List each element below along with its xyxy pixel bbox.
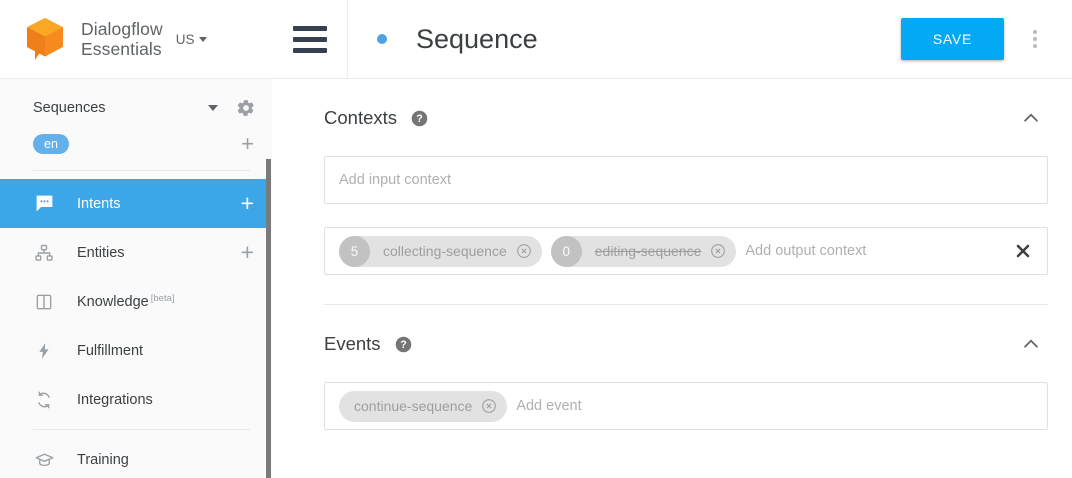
sync-arrows-icon — [33, 389, 55, 411]
chip-label: continue-sequence — [354, 398, 473, 414]
save-button[interactable]: SAVE — [900, 18, 1004, 60]
sidebar-item-entities[interactable]: Entities + — [0, 228, 272, 277]
region-label: US — [175, 31, 195, 47]
sidebar-scrollbar-thumb[interactable] — [266, 159, 271, 478]
contexts-section: Contexts ? Add input context — [324, 79, 1048, 275]
close-x-icon[interactable] — [1013, 241, 1033, 261]
input-context-field[interactable]: Add input context — [324, 156, 1048, 204]
contexts-header: Contexts ? — [324, 103, 1048, 133]
chip-remove-icon[interactable] — [516, 243, 532, 259]
sidebar-divider — [33, 170, 250, 171]
brand-header: Dialogflow Essentials US — [0, 0, 272, 79]
output-context-placeholder: Add output context — [745, 243, 867, 259]
events-header: Events ? — [324, 329, 1048, 359]
hierarchy-icon — [33, 242, 55, 264]
lightning-bolt-icon — [33, 340, 55, 362]
add-language-plus-icon[interactable]: + — [241, 131, 254, 156]
chevron-down-icon — [198, 36, 207, 42]
sidebar-nav: Intents + Entities + — [0, 179, 272, 478]
input-context-placeholder: Add input context — [339, 172, 452, 188]
dialogflow-cube-logo — [22, 15, 68, 63]
sidebar-item-label: Knowledge [beta] — [77, 292, 175, 310]
topbar: Sequence SAVE — [272, 0, 1072, 79]
sidebar-item-label: Entities — [77, 244, 125, 261]
sidebar-item-label: Intents — [77, 195, 121, 212]
sidebar-item-label: Training — [77, 451, 129, 468]
events-section: Events ? continue- — [324, 305, 1048, 430]
page-title: Sequence — [416, 23, 538, 54]
agent-selector[interactable]: Sequences — [0, 89, 272, 127]
sidebar-scrollbar-track[interactable] — [266, 79, 272, 478]
chip-lifespan-badge: 0 — [550, 235, 582, 267]
chevron-up-icon[interactable] — [1020, 107, 1042, 129]
agent-name: Sequences — [33, 100, 106, 116]
svg-text:?: ? — [400, 339, 406, 351]
main-panel: Sequence SAVE Contexts ? — [272, 0, 1072, 478]
chip-lifespan-badge: 5 — [339, 235, 370, 267]
help-circle-icon[interactable]: ? — [395, 336, 412, 353]
blue-status-dot — [377, 34, 387, 44]
gear-icon[interactable] — [236, 98, 256, 118]
add-entity-plus-icon[interactable]: + — [240, 239, 254, 265]
context-chip[interactable]: 5 collecting-sequence — [339, 235, 542, 267]
events-placeholder: Add event — [516, 398, 582, 414]
output-context-field[interactable]: 5 collecting-sequence 0 editing-sequence — [324, 227, 1048, 275]
context-chip[interactable]: 0 editing-sequence — [550, 235, 737, 267]
sidebar-item-integrations[interactable]: Integrations — [0, 375, 272, 424]
sidebar-item-training[interactable]: Training — [0, 435, 272, 478]
graduation-cap-icon — [33, 449, 55, 471]
section-divider — [324, 304, 1048, 305]
help-circle-icon[interactable]: ? — [411, 110, 428, 127]
events-field[interactable]: continue-sequence Add event — [324, 382, 1048, 430]
chevron-down-icon[interactable] — [208, 105, 218, 111]
chat-bubble-icon — [33, 193, 55, 215]
region-selector[interactable]: US — [176, 32, 207, 47]
menu-toggle-button[interactable] — [272, 0, 348, 79]
language-row: en + — [0, 127, 272, 161]
sidebar-item-label: Fulfillment — [77, 342, 144, 359]
contexts-title: Contexts — [324, 107, 398, 128]
svg-text:?: ? — [416, 113, 422, 125]
sidebar-item-label: Integrations — [77, 391, 153, 408]
hamburger-menu-icon — [292, 25, 327, 53]
event-chip[interactable]: continue-sequence — [339, 390, 508, 422]
sidebar-item-knowledge[interactable]: Knowledge [beta] — [0, 277, 272, 326]
book-icon — [33, 291, 55, 313]
chip-remove-icon[interactable] — [481, 398, 497, 414]
add-intent-plus-icon[interactable]: + — [240, 190, 254, 216]
language-pill-en[interactable]: en — [33, 134, 69, 154]
beta-badge: [beta] — [150, 292, 175, 304]
sidebar-item-fulfillment[interactable]: Fulfillment — [0, 326, 272, 375]
sidebar-item-intents[interactable]: Intents + — [0, 179, 272, 228]
chip-label: editing-sequence — [594, 243, 702, 259]
chevron-up-icon[interactable] — [1020, 333, 1042, 355]
kebab-menu-icon[interactable] — [1018, 19, 1052, 59]
sidebar-nav-divider — [33, 429, 250, 430]
content-area: Contexts ? Add input context — [272, 79, 1072, 478]
chip-label: collecting-sequence — [383, 243, 507, 259]
chip-remove-icon[interactable] — [710, 243, 726, 259]
events-title: Events — [324, 333, 381, 354]
sidebar: Dialogflow Essentials US Sequences en + — [0, 0, 272, 478]
brand-name: Dialogflow Essentials — [81, 19, 163, 59]
